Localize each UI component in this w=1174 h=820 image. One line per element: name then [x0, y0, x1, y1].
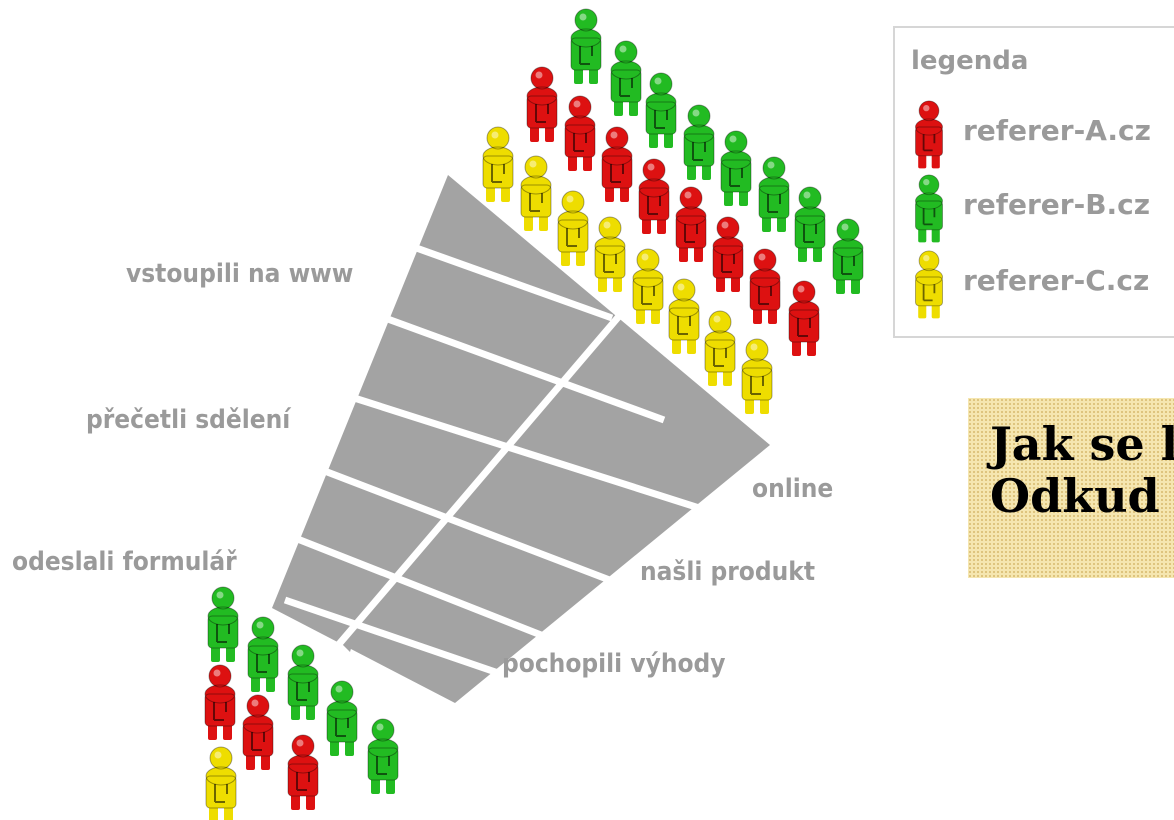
stage-label-read-message: přečetli sdělení — [86, 405, 292, 435]
person-icon — [713, 217, 743, 292]
stage-label-entered: vstoupili na www — [126, 259, 353, 289]
legend-label-referer-c: referer-C.cz — [963, 264, 1149, 297]
person-icon — [833, 219, 863, 294]
person-icon — [368, 719, 398, 794]
person-icon — [669, 279, 699, 354]
red-person-icon — [907, 100, 951, 172]
person-icon — [795, 187, 825, 262]
person-icon — [611, 41, 641, 116]
person-icon — [288, 735, 318, 810]
person-icon — [205, 665, 235, 740]
legend-item-referer-a: referer-A.cz — [907, 100, 1174, 170]
legend-box: legenda referer-A.cz referer-B.cz refere… — [893, 26, 1174, 338]
person-icon — [527, 67, 557, 142]
question-box: Jak se li Odkud — [968, 398, 1174, 578]
stage-label-found-product: našli produkt — [640, 557, 815, 587]
person-icon — [639, 159, 669, 234]
person-icon — [206, 747, 236, 820]
person-icon — [558, 191, 588, 266]
legend-label-referer-a: referer-A.cz — [963, 114, 1151, 147]
stage-label-sent-form: odeslali formulář — [12, 547, 237, 577]
person-icon — [208, 587, 238, 662]
person-icon — [327, 681, 357, 756]
question-line-1: Jak se li — [990, 418, 1174, 470]
person-icon — [571, 9, 601, 84]
person-icon — [676, 187, 706, 262]
person-icon — [789, 281, 819, 356]
legend-title: legenda — [911, 46, 1028, 76]
person-icon — [742, 339, 772, 414]
person-icon — [759, 157, 789, 232]
person-icon — [633, 249, 663, 324]
person-icon — [705, 311, 735, 386]
person-icon — [721, 131, 751, 206]
stage-label-online: online — [752, 474, 833, 504]
person-icon — [243, 695, 273, 770]
person-icon — [483, 127, 513, 202]
person-icon — [646, 73, 676, 148]
person-icon — [602, 127, 632, 202]
question-line-2: Odkud — [990, 470, 1174, 522]
person-icon — [288, 645, 318, 720]
person-icon — [750, 249, 780, 324]
legend-item-referer-c: referer-C.cz — [907, 250, 1174, 320]
green-person-icon — [907, 174, 951, 246]
legend-label-referer-b: referer-B.cz — [963, 188, 1150, 221]
person-icon — [684, 105, 714, 180]
yellow-person-icon — [907, 250, 951, 322]
legend-item-referer-b: referer-B.cz — [907, 174, 1174, 244]
person-icon — [565, 96, 595, 171]
stage-label-understood-benefits: pochopili výhody — [502, 649, 726, 679]
person-icon — [248, 617, 278, 692]
person-icon — [521, 156, 551, 231]
person-icon — [595, 217, 625, 292]
